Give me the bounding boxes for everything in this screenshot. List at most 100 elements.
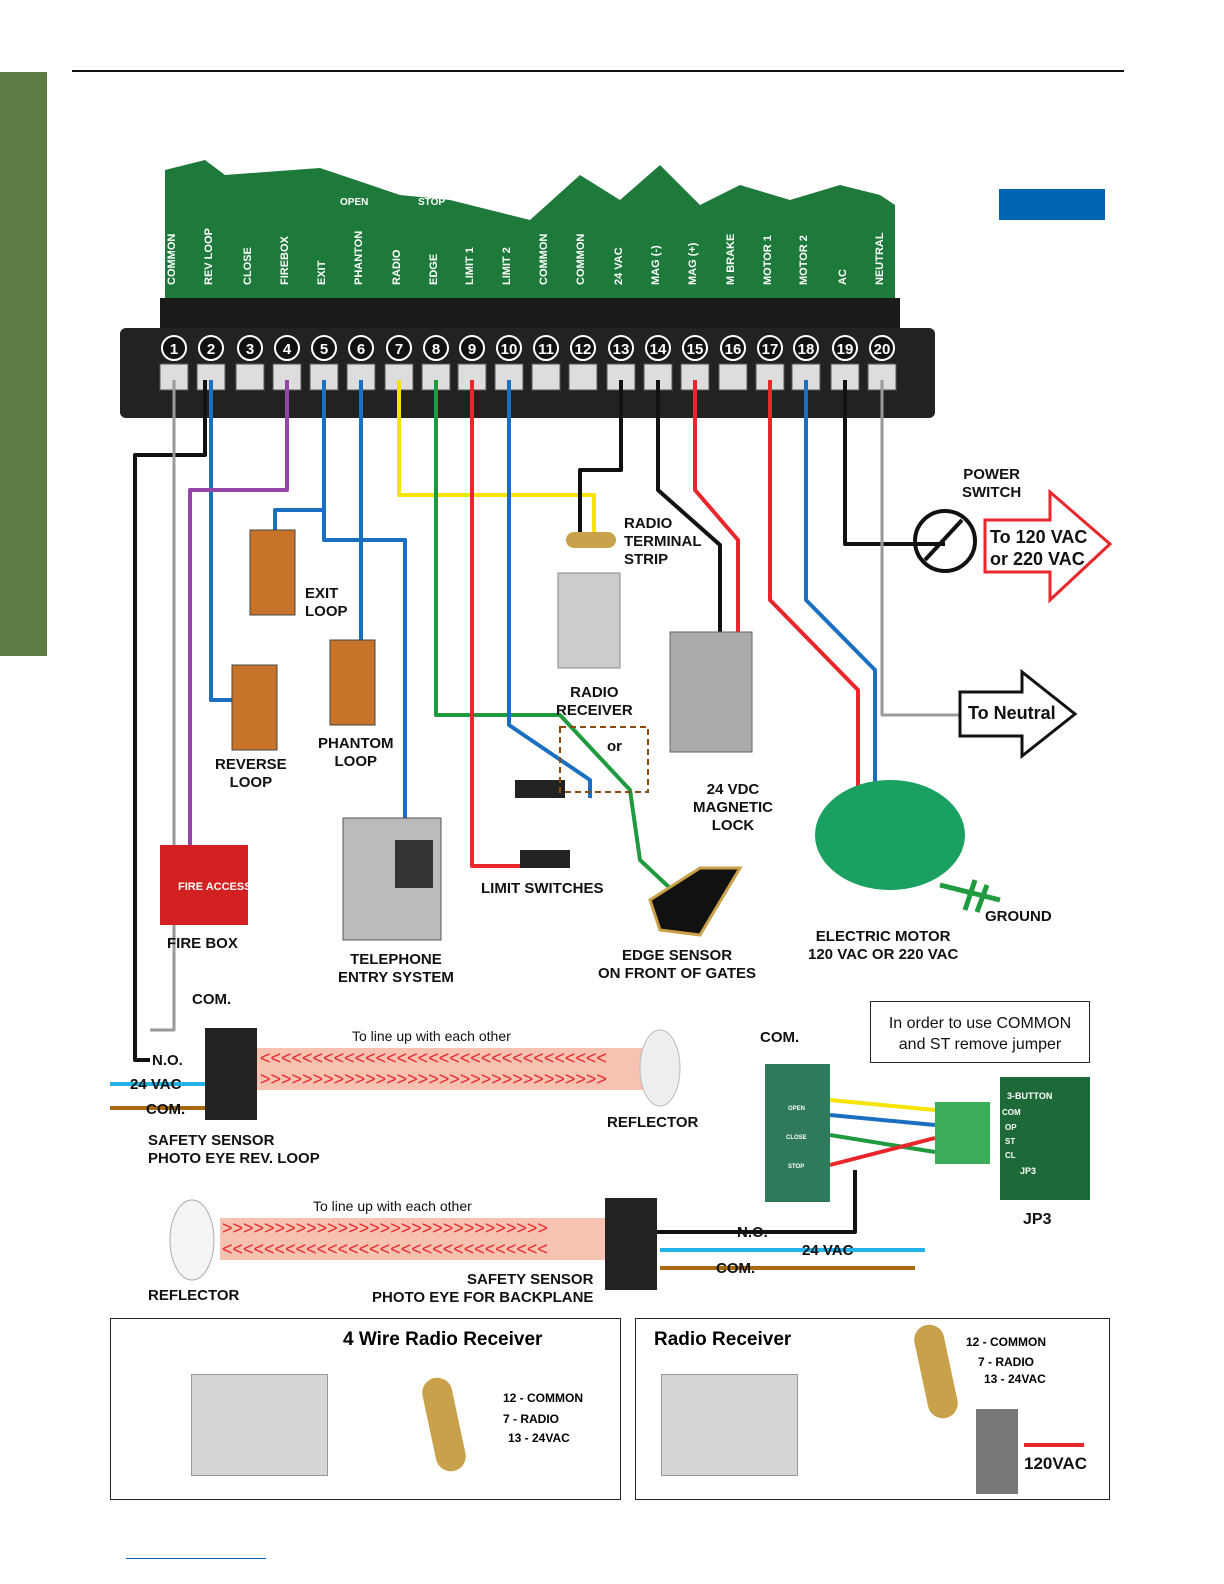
- terminal-number: 19: [837, 341, 854, 358]
- fire-box-face: FIRE ACCESS: [178, 881, 252, 893]
- wire-blue-jp: [829, 1113, 936, 1127]
- terminal-strip: [911, 1321, 961, 1422]
- pe2-no: N.O.: [737, 1224, 768, 1241]
- motor-label: ELECTRIC MOTOR 120 VAC OR 220 VAC: [808, 928, 959, 963]
- terminal-number: 16: [725, 341, 742, 358]
- wire-blue-10: [507, 380, 592, 798]
- jp3-board-label: JP3: [1020, 1166, 1037, 1176]
- svg-text:>>>>>>>>>>>>>>>>>>>>>>>>>>>>>>: >>>>>>>>>>>>>>>>>>>>>>>>>>>>>>>: [222, 1218, 548, 1238]
- panel-radio: Radio Receiver 12 - COMMON 7 - RADIO 13 …: [635, 1318, 1110, 1500]
- terminal-screw: [531, 363, 561, 391]
- wire-yellow-jp: [829, 1098, 936, 1112]
- terminal-number: 12: [575, 341, 592, 358]
- ground-icon: [939, 879, 1001, 913]
- terminal-screw: [718, 363, 748, 391]
- pe1-com-top: COM.: [192, 991, 232, 1008]
- terminal-number: 18: [798, 341, 815, 358]
- station-com: COM.: [760, 1029, 800, 1046]
- jumper-note-text: In order to use COMMON and ST remove jum…: [888, 1015, 1072, 1053]
- board-label: MOTOR 2: [798, 235, 810, 285]
- terminal-16: [720, 335, 746, 361]
- pe2-com: COM.: [716, 1260, 756, 1277]
- terminal-number: 13: [613, 341, 630, 358]
- photo-eye-1: [205, 1028, 257, 1120]
- board-label: M BRAKE: [725, 233, 737, 285]
- terminal-number: 17: [762, 341, 779, 358]
- electric-motor: [815, 780, 965, 890]
- ground-label: GROUND: [985, 908, 1052, 925]
- wire-white-1: [150, 380, 176, 1032]
- pin-12-common: 12 - COMMON: [966, 1335, 1047, 1349]
- svg-text:<<<<<<<<<<<<<<<<<<<<<<<<<<<<<<: <<<<<<<<<<<<<<<<<<<<<<<<<<<<<<<: [222, 1239, 548, 1259]
- terminal-number: 5: [320, 341, 328, 358]
- board-label: PHANTON: [353, 230, 365, 285]
- terminal-screw: [568, 363, 598, 391]
- terminal-number: 1: [170, 341, 178, 358]
- jp3-pin-com: COM: [1002, 1108, 1021, 1117]
- line-up-2: To line up with each other: [313, 1198, 472, 1214]
- edge-sensor-label: EDGE SENSOR ON FRONT OF GATES: [598, 947, 757, 982]
- red-arrow-icon: [1024, 1443, 1084, 1447]
- pin-7-radio: 7 - RADIO: [503, 1412, 560, 1426]
- terminal-20: [869, 335, 895, 361]
- terminal-10: [496, 335, 522, 361]
- limit-switch-2: [520, 850, 570, 868]
- board-label: FIREBOX: [279, 236, 291, 285]
- terminal-6: [348, 335, 374, 361]
- terminal-19: [832, 335, 858, 361]
- phantom-loop-label: PHANTOM LOOP: [318, 735, 394, 770]
- receiver-box: [661, 1374, 798, 1476]
- radio-receiver-label: RADIO RECEIVER: [556, 684, 633, 719]
- open-label: OPEN: [340, 197, 369, 208]
- wire-blue-5: [273, 380, 407, 820]
- wire-red-9: [470, 380, 520, 868]
- terminal-3: [237, 335, 263, 361]
- to-vac-label: To 120 VAC or 220 VAC: [990, 527, 1088, 569]
- board-label: MAG (+): [687, 242, 699, 285]
- beam-2: [220, 1218, 610, 1260]
- terminal-number: 15: [687, 341, 704, 358]
- panel-4wire-radio: 4 Wire Radio Receiver 12 - COMMON 7 - RA…: [110, 1318, 621, 1500]
- pe1-no: N.O.: [152, 1052, 183, 1069]
- wire-black-19: [843, 380, 945, 546]
- photo-eye-2: [605, 1198, 657, 1290]
- power-switch-icon: [913, 509, 977, 573]
- wire-red-jp: [829, 1136, 936, 1167]
- close-button: CLOSE: [786, 1135, 807, 1141]
- reverse-loop-label: REVERSE LOOP: [215, 756, 287, 791]
- accent-box: [999, 189, 1105, 220]
- edge-sensor: [648, 866, 743, 937]
- control-board: [165, 160, 895, 300]
- wire-black-nc-com: [620, 1170, 857, 1234]
- jp3-connector: [935, 1102, 990, 1164]
- wall-outlet: [976, 1409, 1018, 1494]
- jumper-note: In order to use COMMON and ST remove jum…: [870, 1001, 1090, 1063]
- wire-white-20: [880, 380, 960, 717]
- terminal-13: [608, 335, 634, 361]
- mag-lock-label: 24 VDC MAGNETIC LOCK: [693, 781, 773, 834]
- terminal-17: [757, 335, 783, 361]
- board-label: CLOSE: [242, 247, 254, 285]
- wire-black-14: [656, 380, 722, 640]
- wire-yellow-7: [397, 380, 596, 535]
- limit-switch-1: [515, 780, 565, 798]
- wire-black-13: [578, 380, 623, 535]
- arrow-to-vac: [983, 488, 1113, 604]
- wire-blue-2: [209, 380, 232, 702]
- pin-7-radio: 7 - RADIO: [978, 1355, 1035, 1369]
- telephone-label: TELEPHONE ENTRY SYSTEM: [338, 951, 454, 986]
- wire-black-2: [133, 380, 207, 1062]
- radio-receiver: [557, 572, 621, 669]
- jp3-board: [1000, 1077, 1090, 1200]
- jp3-pin-op: OP: [1005, 1123, 1017, 1132]
- board-label: MAG (-): [650, 245, 662, 285]
- wire-purple-4: [188, 380, 289, 850]
- board-label: LIMIT 2: [501, 247, 513, 285]
- pe2-24vac: 24 VAC: [802, 1242, 854, 1259]
- terminal-strip: [419, 1374, 469, 1475]
- or-dashed-box: [559, 726, 649, 793]
- svg-text:<<<<<<<<<<<<<<<<<<<<<<<<<<<<<<: <<<<<<<<<<<<<<<<<<<<<<<<<<<<<<<<<: [260, 1048, 607, 1068]
- terminal-14: [645, 335, 671, 361]
- wire-blue-18: [804, 380, 877, 790]
